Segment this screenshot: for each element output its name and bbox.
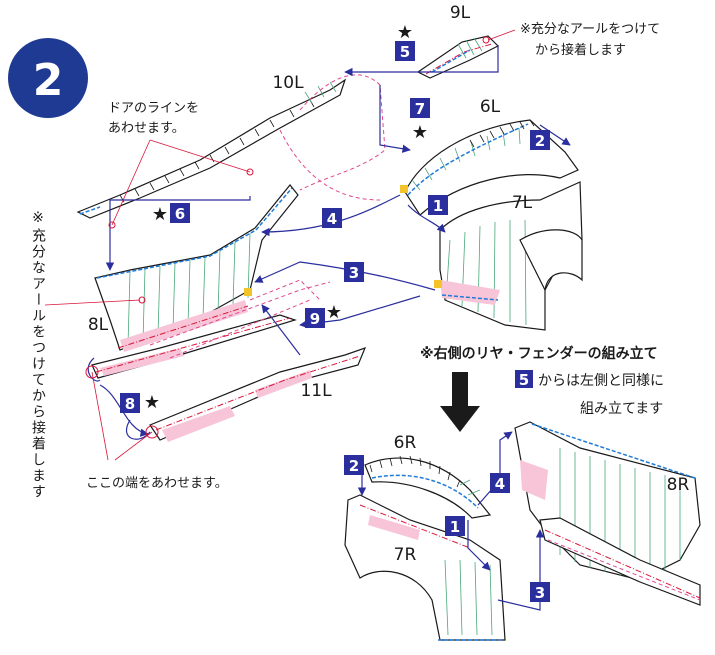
svg-text:1: 1 [450,518,460,536]
label-9L: 9L [450,3,471,23]
assembly-arrows-left [87,45,571,440]
badge-3-left: 3 [344,262,364,282]
badge-5-left: 5 [395,41,415,61]
step-number-badge: 2 [8,38,88,118]
badge-1-left: 1 [428,195,448,215]
label-6L: 6L [480,97,501,117]
note-curve-line2: から接着します [535,42,626,58]
part-8L [94,184,299,352]
right-side-line2: 組み立てます [580,401,663,417]
star-mark-6: ★ [152,204,168,225]
svg-text:4: 4 [495,475,505,493]
label-6R: 6R [394,433,417,453]
svg-text:5: 5 [400,43,410,61]
note-vertical: ※充分なアールをつけてから接着します [30,210,46,500]
badge-4-left: 4 [322,208,342,228]
badge-9-left: 9 [305,308,325,328]
label-8L: 8L [88,315,109,335]
star-mark-8: ★ [144,392,160,413]
badge-3-right: 3 [530,582,550,602]
svg-text:5: 5 [519,371,529,389]
label-7L: 7L [512,193,533,213]
svg-text:2: 2 [349,457,359,475]
svg-text:2: 2 [535,132,545,150]
leader-lines [44,29,516,461]
badge-8-left: 8 [120,393,140,413]
note-curve-line1: ※充分なアールをつけて [520,21,660,37]
right-side-line1: からは左側と同様に [538,373,664,389]
star-mark-5: ★ [397,22,413,43]
label-10L: 10L [272,73,304,93]
part-8R-inner-strip [539,517,701,606]
part-7L [434,181,583,331]
svg-text:6: 6 [175,205,185,223]
step-number: 2 [33,55,64,106]
down-arrow-icon [440,372,480,432]
svg-text:1: 1 [433,197,443,215]
part-7R [344,494,506,641]
svg-text:9: 9 [310,310,320,328]
star-mark-9: ★ [326,302,342,323]
part-11L [149,346,367,442]
badge-2-right: 2 [344,455,364,475]
badge-2-left: 2 [530,130,550,150]
label-8R: 8R [667,475,690,495]
note-door-line-1: ドアのラインを [108,101,199,116]
part-10L [76,78,347,219]
badge-6-left: 6 [170,203,190,223]
badge-5-instruction: 5 [515,370,533,389]
part-6R [364,455,492,519]
star-mark-7: ★ [412,122,428,143]
svg-text:8: 8 [125,395,135,413]
svg-text:3: 3 [535,584,545,602]
badge-1-right: 1 [445,516,465,536]
note-edge-align: ここの端をあわせます。 [86,476,228,491]
svg-text:4: 4 [327,210,337,228]
svg-text:7: 7 [415,100,425,118]
part-8L-inner-strip [91,314,297,379]
label-11L: 11L [300,381,332,401]
svg-text:3: 3 [349,264,359,282]
note-door-line-2: あわせます。 [108,121,185,136]
label-7R: 7R [394,545,417,565]
right-side-title: ※右側のリヤ・フェンダーの組み立て [420,345,658,362]
badge-7-left: 7 [410,98,430,118]
badge-4-right: 4 [490,473,510,493]
